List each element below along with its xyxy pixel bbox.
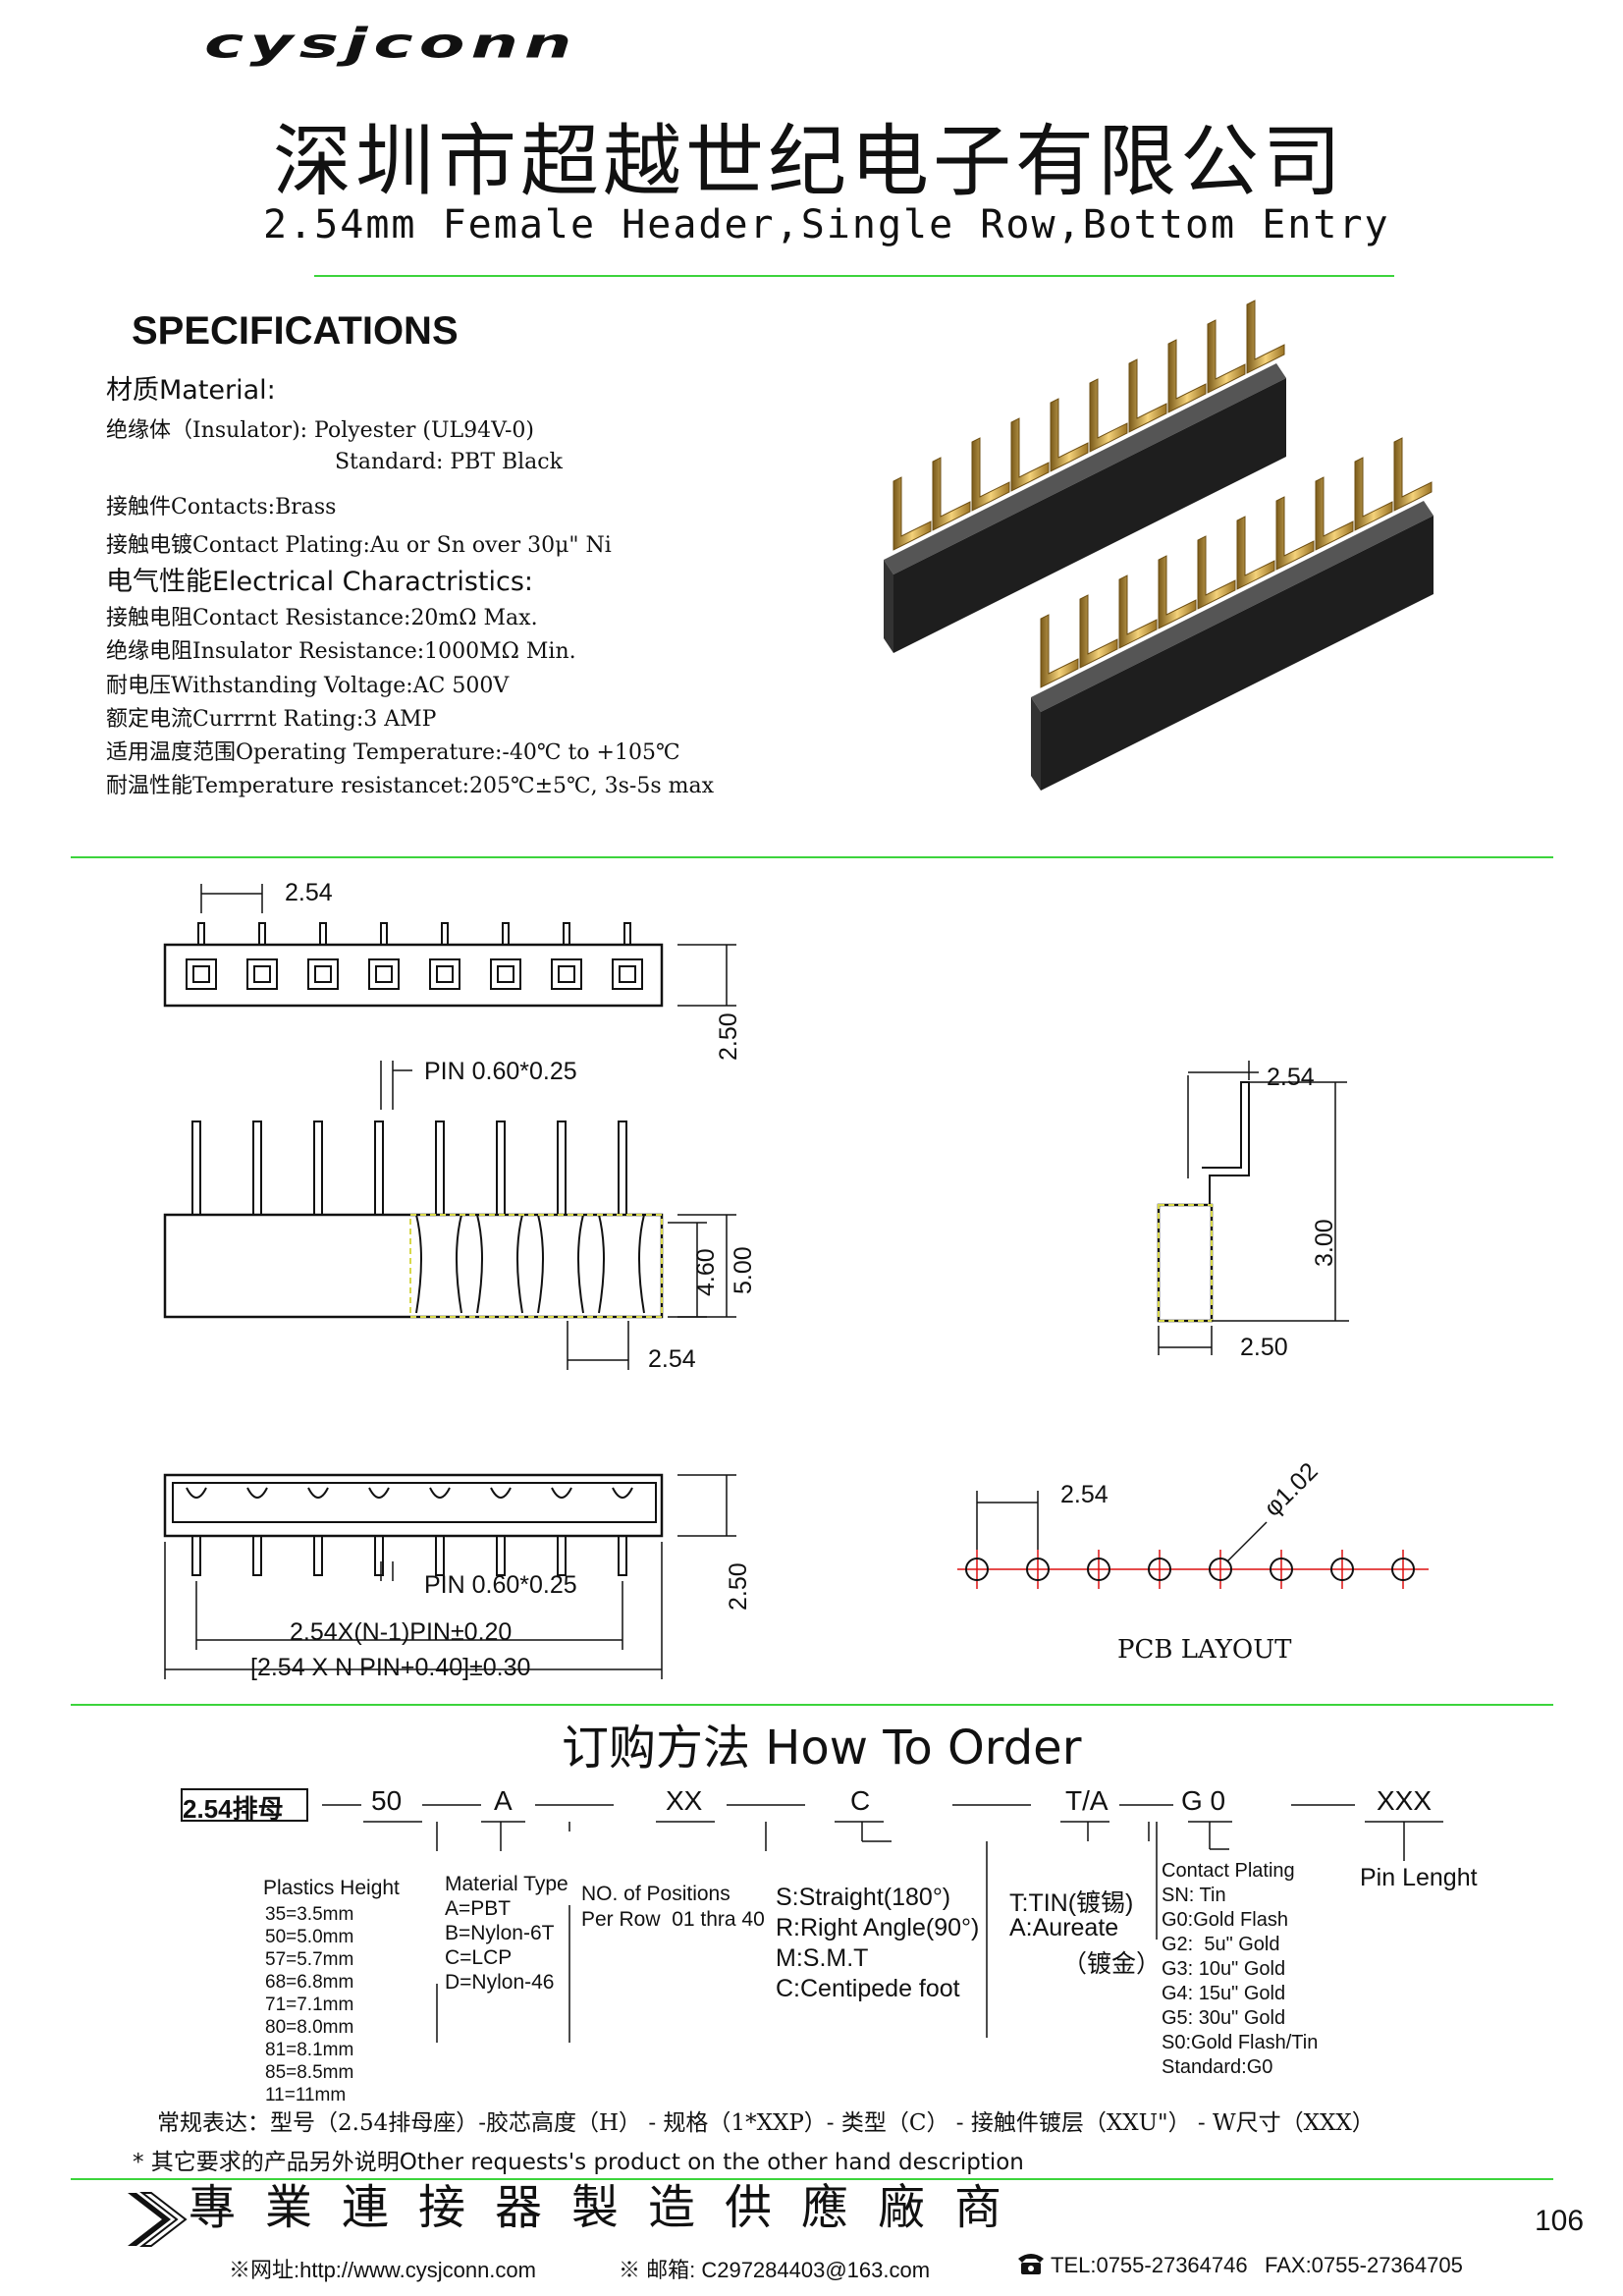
footer-email: ※ 邮箱: C297284403@163.com (619, 2258, 931, 2282)
footer-slogan: 專業連接器製造供應廠商 (189, 2180, 1032, 2235)
spec-line: 绝缘电阻Insulator Resistance:1000MΩ Min. (106, 639, 576, 664)
tin-option: A:Aureate (1009, 1914, 1119, 1941)
height-option: 35=3.5mm (265, 1904, 354, 1925)
section-divider (71, 2178, 1553, 2180)
material-option: C=LCP (445, 1946, 513, 1969)
side-250-label: 2.50 (1240, 1334, 1288, 1361)
electrical-heading: 电气性能Electrical Charactristics: (106, 567, 534, 597)
side-pitch-label: 2.54 (1267, 1064, 1315, 1091)
tin-option: T:TIN(镀锡) (1009, 1889, 1134, 1917)
plating-option: G4: 15u" Gold (1162, 1983, 1286, 2004)
dim-460-label: 4.60 (692, 1248, 720, 1296)
footer-website: ※网址:http://www.cysjconn.com (229, 2258, 536, 2282)
spec-line: 额定电流Currrnt Rating:3 AMP (106, 707, 437, 732)
chevron-right-icon (128, 2192, 188, 2247)
height-option: 71=7.1mm (265, 1995, 354, 2015)
plating-option: G2: 5u" Gold (1162, 1934, 1280, 1955)
spec-line: 耐电压Withstanding Voltage:AC 500V (106, 674, 510, 698)
material-title: Material Type (445, 1873, 568, 1895)
order-positions-code: XX (666, 1785, 703, 1816)
footer-fax: FAX:0755-27364705 (1265, 2253, 1463, 2277)
material-heading: 材质Material: (106, 375, 276, 406)
order-code-lines (181, 1788, 1443, 2043)
plating-option: G0:Gold Flash (1162, 1909, 1288, 1931)
technical-drawing (163, 884, 1429, 1679)
pin-size-label: PIN 0.60*0.25 (424, 1058, 577, 1085)
dim-500-label: 5.00 (730, 1246, 757, 1294)
order-material-code: A (494, 1785, 513, 1816)
type-option: C:Centipede foot (776, 1975, 960, 2002)
footer-tel: TEL:0755-27364746 (1051, 2253, 1248, 2277)
type-option: S:Straight(180°) (776, 1884, 951, 1911)
plating-option: SN: Tin (1162, 1885, 1226, 1906)
plating-option: G5: 30u" Gold (1162, 2007, 1286, 2029)
specifications-heading: SPECIFICATIONS (132, 309, 459, 353)
product-3d-image (884, 300, 1434, 791)
order-length-code: XXX (1377, 1785, 1433, 1816)
tin-option: （镀金） (1062, 1950, 1162, 1978)
height-option: 85=8.5mm (265, 2062, 354, 2083)
type-option: R:Right Angle(90°) (776, 1914, 980, 1941)
positions-label: NO. of Positions (581, 1883, 730, 1905)
side-300-label: 3.00 (1311, 1219, 1338, 1267)
pcb-layout-label: PCB LAYOUT (1117, 1635, 1292, 1665)
height-option: 81=8.1mm (265, 2040, 354, 2060)
spec-line: 绝缘体（Insulator): Polyester (UL94V-0) (106, 418, 534, 443)
company-name-cn: 深圳市超越世纪电子有限公司 (273, 116, 1345, 207)
title-underline (314, 275, 1394, 277)
height-option: 80=8.0mm (265, 2017, 354, 2038)
conventional-expression: 常规表达：型号（2.54排母座）-胶芯高度（H） - 规格（1*XXP）- 类型… (157, 2110, 1375, 2136)
page-number: 106 (1535, 2205, 1585, 2237)
other-requests-note: * 其它要求的产品另外说明Other requests's product on… (133, 2150, 1024, 2175)
material-option: D=Nylon-46 (445, 1971, 555, 1994)
section-divider (71, 1704, 1553, 1706)
product-title: 2.54mm Female Header,Single Row,Bottom E… (263, 202, 1390, 247)
height-title: Plastics Height (263, 1877, 400, 1899)
dim-pitch-label: 2.54 (285, 879, 333, 906)
material-option: B=Nylon-6T (445, 1922, 555, 1944)
formula-2-label: [2.54 X N PIN+0.40]±0.30 (250, 1654, 531, 1681)
spec-line: 接触件Contacts:Brass (106, 495, 337, 519)
how-to-order-title: 订购方法 How To Order (562, 1721, 1082, 1776)
type-option: M:S.M.T (776, 1944, 869, 1972)
spec-line: 接触电阻Contact Resistance:20mΩ Max. (106, 606, 538, 630)
spec-line: 接触电镀Contact Plating:Au or Sn over 30μ" N… (106, 533, 612, 558)
positions-range: Per Row 01 thra 40 (581, 1908, 765, 1931)
height-option: 57=5.7mm (265, 1949, 354, 1970)
spec-line: 适用温度范围Operating Temperature:-40℃ to +105… (106, 740, 680, 765)
height-option: 50=5.0mm (265, 1927, 354, 1947)
telephone-icon (1018, 2254, 1044, 2274)
plating-title: Contact Plating (1162, 1860, 1295, 1882)
height-option: 68=6.8mm (265, 1972, 354, 1993)
dim-pitch-bottom-label: 2.54 (648, 1345, 696, 1373)
dim-height-label: 2.50 (715, 1012, 742, 1061)
plating-option: Standard:G0 (1162, 2056, 1273, 2078)
plating-option: G3: 10u" Gold (1162, 1958, 1286, 1980)
order-type-code: C (850, 1785, 871, 1816)
pcb-pitch-label: 2.54 (1060, 1481, 1109, 1508)
height-option: 11=11mm (265, 2085, 347, 2105)
order-height-code: 50 (371, 1785, 403, 1816)
company-logo: cysjconn (204, 20, 578, 68)
pin-length-label: Pin Lenght (1360, 1864, 1478, 1891)
plating-option: S0:Gold Flash/Tin (1162, 2032, 1319, 2053)
spec-line: Standard: PBT Black (280, 450, 563, 474)
order-tin-code: T/A (1065, 1785, 1109, 1816)
bottom-250-label: 2.50 (725, 1562, 752, 1611)
formula-1-label: 2.54X(N-1)PIN±0.20 (290, 1618, 513, 1646)
spec-line: 耐温性能Temperature resistancet:205℃±5℃, 3s-… (106, 774, 715, 798)
section-divider (71, 856, 1553, 858)
order-base-code: 2.54排母 (183, 1794, 284, 1824)
bottom-pin-label: PIN 0.60*0.25 (424, 1571, 577, 1599)
order-plating-code: G 0 (1181, 1785, 1226, 1816)
material-option: A=PBT (445, 1897, 512, 1920)
